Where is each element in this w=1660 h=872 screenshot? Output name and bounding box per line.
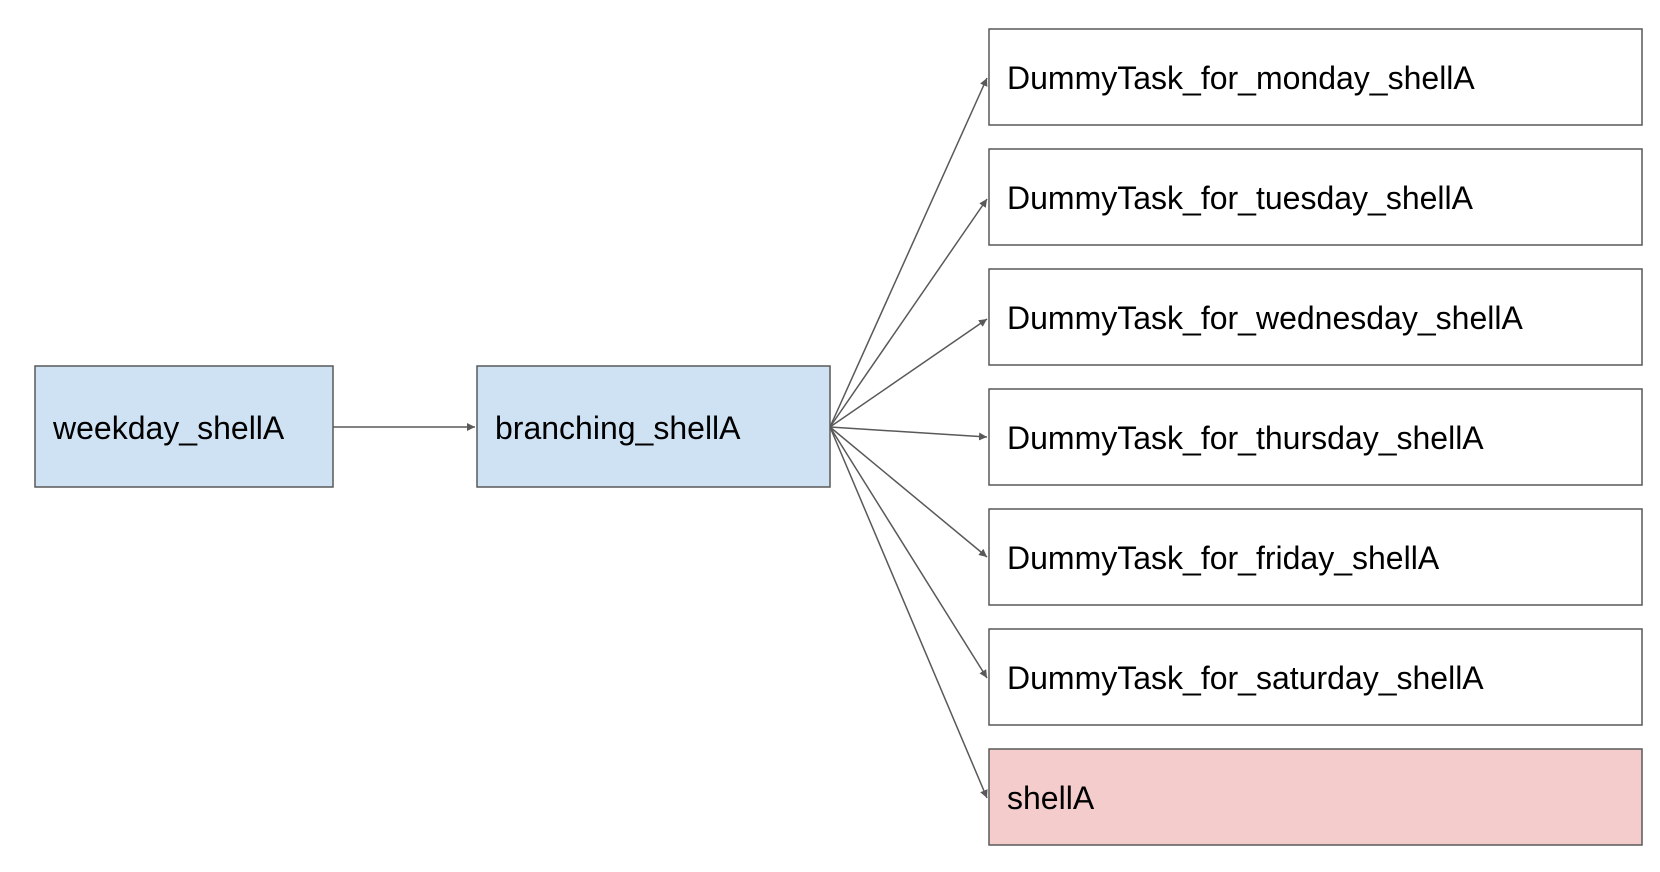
node-shell[interactable]: shellA	[988, 748, 1643, 846]
node-monday-box[interactable]	[988, 28, 1643, 126]
node-monday-label: DummyTask_for_monday_shellA	[1007, 60, 1475, 96]
node-branching-box[interactable]	[476, 365, 831, 488]
edge-branching-to-monday	[829, 77, 988, 428]
node-shell-label: shellA	[1007, 780, 1095, 816]
node-weekday-label: weekday_shellA	[52, 410, 285, 446]
edge-branching-to-friday	[829, 426, 988, 558]
edge-branching-to-saturday	[829, 426, 988, 679]
node-saturday-box[interactable]	[988, 628, 1643, 726]
node-tuesday-label: DummyTask_for_tuesday_shellA	[1007, 180, 1474, 216]
node-tuesday-box[interactable]	[988, 148, 1643, 246]
node-thursday-label: DummyTask_for_thursday_shellA	[1007, 420, 1484, 456]
node-wednesday[interactable]: DummyTask_for_wednesday_shellA	[988, 268, 1643, 366]
node-saturday-label: DummyTask_for_saturday_shellA	[1007, 660, 1484, 696]
node-branching[interactable]: branching_shellA	[476, 365, 831, 488]
edges	[333, 77, 988, 799]
node-weekday-box[interactable]	[34, 365, 334, 488]
edge-branching-to-shell	[829, 426, 988, 799]
node-wednesday-label: DummyTask_for_wednesday_shellA	[1007, 300, 1523, 336]
node-shell-box[interactable]	[988, 748, 1643, 846]
node-friday-label: DummyTask_for_friday_shellA	[1007, 540, 1440, 576]
node-wednesday-box[interactable]	[988, 268, 1643, 366]
edge-branching-to-tuesday	[829, 198, 988, 428]
node-saturday[interactable]: DummyTask_for_saturday_shellA	[988, 628, 1643, 726]
node-weekday[interactable]: weekday_shellA	[34, 365, 334, 488]
node-friday[interactable]: DummyTask_for_friday_shellA	[988, 508, 1643, 606]
edge-branching-to-thursday	[829, 426, 988, 441]
node-thursday-box[interactable]	[988, 388, 1643, 486]
node-monday[interactable]: DummyTask_for_monday_shellA	[988, 28, 1643, 126]
node-friday-box[interactable]	[988, 508, 1643, 606]
node-tuesday[interactable]: DummyTask_for_tuesday_shellA	[988, 148, 1643, 246]
node-thursday[interactable]: DummyTask_for_thursday_shellA	[988, 388, 1643, 486]
edge-branching-to-wednesday	[829, 318, 988, 428]
node-branching-label: branching_shellA	[495, 410, 741, 446]
